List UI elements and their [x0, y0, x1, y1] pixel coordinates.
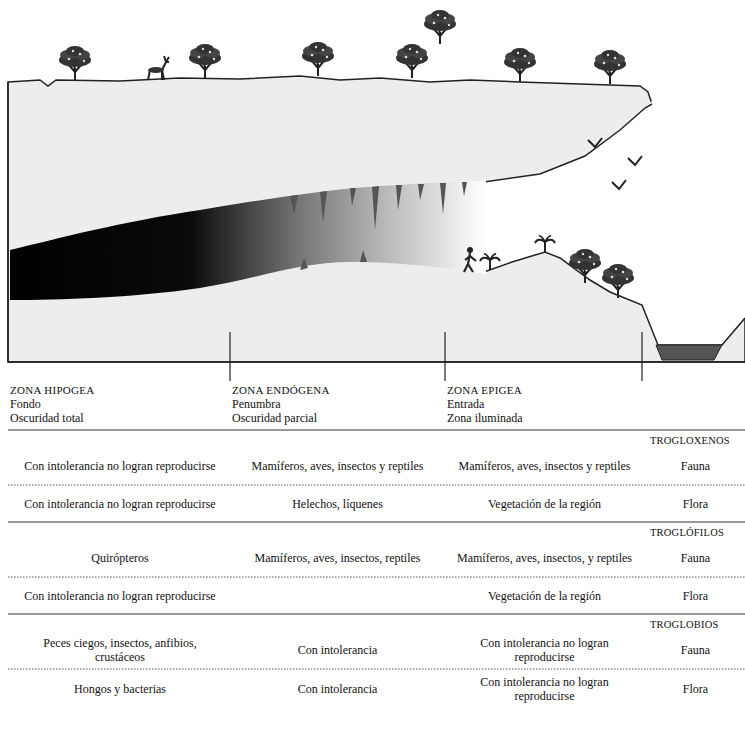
row-label: Fauna [681, 459, 710, 473]
table-cell: Con intolerancia no logran reproducirse [24, 589, 215, 603]
row-label-box: Fauna [648, 635, 743, 665]
group-name-box: TROGLÓFILOS [650, 526, 742, 540]
table-cell: Con intolerancia no logran reproducirse [24, 497, 215, 511]
zone-note-box: Fondo [10, 397, 225, 411]
table-cell: Hongos y bacterias [74, 682, 166, 696]
table-cell: Con intolerancia no logran reproducirse [452, 675, 637, 703]
group-name-box: TROGLOBIOS [650, 618, 742, 632]
table-cell-box: Con intolerancia no logran reproducirse [20, 488, 220, 519]
table-cell-box: Vegetación de la región [452, 580, 637, 611]
zone-heading-box: ZONA HIPOGEA [10, 383, 225, 397]
table-cell: Vegetación de la región [488, 589, 601, 603]
table-cell-box: Peces ciegos, insectos, anfibios, crustá… [20, 635, 220, 665]
zone-note-box: Penumbra [232, 397, 442, 411]
row-label-box: Flora [648, 580, 743, 611]
table-cell: Helechos, líquenes [292, 497, 383, 511]
row-label: Fauna [681, 551, 710, 565]
zone-heading: ZONA ENDÓGENA [232, 383, 330, 397]
table-cell-box: Mamíferos, aves, insectos, y reptiles [452, 543, 637, 573]
table-cell: Mamíferos, aves, insectos, reptiles [255, 551, 421, 565]
zone-note-box: Oscuridad parcial [232, 411, 442, 425]
zone-note-box: Oscuridad total [10, 411, 225, 425]
zone-note: Oscuridad parcial [232, 411, 317, 425]
table-cell: Mamíferos, aves, insectos y reptiles [459, 459, 631, 473]
zone-note: Zona iluminada [447, 411, 523, 425]
zone-heading: ZONA HIPOGEA [10, 383, 95, 397]
group-name-box: TROGLOXENOS [650, 434, 742, 448]
table-cell: Peces ciegos, insectos, anfibios, crustá… [20, 636, 220, 664]
row-label: Flora [683, 682, 708, 696]
table-cell: Con intolerancia [298, 682, 378, 696]
group-name: TROGLÓFILOS [650, 526, 724, 540]
table-cell: Con intolerancia [298, 643, 378, 657]
zone-heading-box: ZONA EPIGEA [447, 383, 637, 397]
zone-note: Entrada [447, 397, 484, 411]
zone-heading-box: ZONA ENDÓGENA [232, 383, 442, 397]
table-cell: Quirópteros [91, 551, 148, 565]
table-cell: Mamíferos, aves, insectos y reptiles [252, 459, 424, 473]
table-cell-box: Con intolerancia [240, 635, 435, 665]
row-label: Flora [683, 497, 708, 511]
zone-note: Oscuridad total [10, 411, 84, 425]
zone-heading: ZONA EPIGEA [447, 383, 522, 397]
table-cell: Con intolerancia no logran reproducirse [24, 459, 215, 473]
table-cell-box: Con intolerancia no logran reproducirse [20, 580, 220, 611]
zone-note-box: Entrada [447, 397, 637, 411]
zone-note: Fondo [10, 397, 41, 411]
row-label: Fauna [681, 643, 710, 657]
zone-note: Penumbra [232, 397, 281, 411]
table-cell-box: Con intolerancia no logran reproducirse [452, 673, 637, 704]
table-cell-box: Mamíferos, aves, insectos y reptiles [240, 451, 435, 481]
table-cell: Con intolerancia no logran reproducirse [452, 636, 637, 664]
table-cell-box: Quirópteros [20, 543, 220, 573]
table-cell-box: Mamíferos, aves, insectos y reptiles [452, 451, 637, 481]
row-label-box: Flora [648, 673, 743, 704]
group-name: TROGLOXENOS [650, 434, 730, 448]
zone-note-box: Zona iluminada [447, 411, 637, 425]
table-cell-box: Hongos y bacterias [20, 673, 220, 704]
row-label-box: Flora [648, 488, 743, 519]
table-cell-box: Con intolerancia no logran reproducirse [20, 451, 220, 481]
table-cell: Vegetación de la región [488, 497, 601, 511]
table-cell-box: Con intolerancia [240, 673, 435, 704]
table-cell: Mamíferos, aves, insectos, y reptiles [457, 551, 632, 565]
table-cell-box: Helechos, líquenes [240, 488, 435, 519]
row-label-box: Fauna [648, 543, 743, 573]
group-name: TROGLOBIOS [650, 618, 719, 632]
row-label: Flora [683, 589, 708, 603]
row-label-box: Fauna [648, 451, 743, 481]
table-cell-box: Vegetación de la región [452, 488, 637, 519]
table-cell-box: Mamíferos, aves, insectos, reptiles [240, 543, 435, 573]
table-cell-box: Con intolerancia no logran reproducirse [452, 635, 637, 665]
